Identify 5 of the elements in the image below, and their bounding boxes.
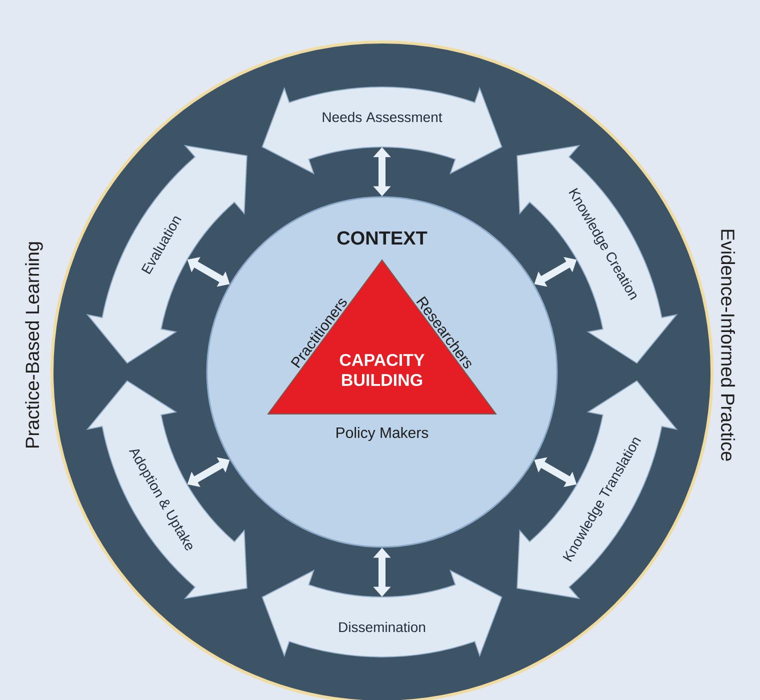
stage-band: Dissemination: [262, 570, 502, 658]
ring-label: Practice-Based Learning: [25, 242, 43, 448]
ring-label: Evidence-Informed Practice: [721, 230, 735, 461]
stage-band: Needs Assessment: [262, 86, 502, 174]
side-label: Policy Makers: [336, 427, 428, 441]
